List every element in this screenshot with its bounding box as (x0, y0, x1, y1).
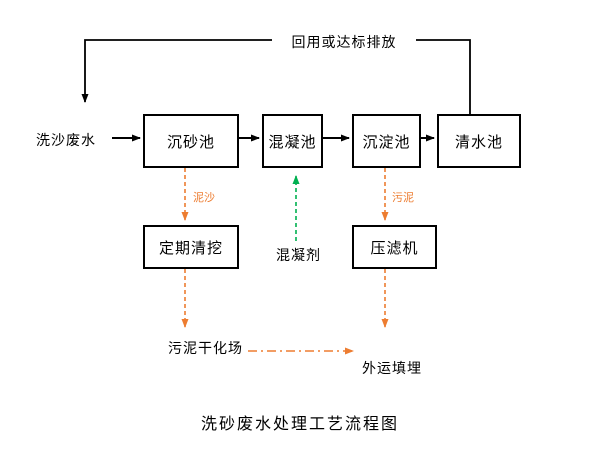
node-grit-chamber: 沉砂池 (143, 114, 239, 168)
node-sedimentation-tank-label: 沉淀池 (362, 133, 411, 151)
node-sedimentation-tank: 沉淀池 (352, 114, 421, 168)
node-filter-press: 压滤机 (352, 225, 437, 269)
node-periodic-cleaning: 定期清挖 (143, 225, 239, 269)
diagram-title: 洗砂废水处理工艺流程图 (200, 416, 399, 433)
return-discharge-label: 回用或达标排放 (272, 32, 416, 52)
node-coagulation-tank-label: 混凝池 (268, 133, 317, 151)
coagulant-label: 混凝剂 (276, 247, 321, 263)
sludge-drying-field-label: 污泥干化场 (168, 340, 243, 356)
node-clearwater-tank: 清水池 (437, 114, 521, 168)
node-periodic-cleaning-label: 定期清挖 (158, 239, 223, 257)
node-filter-press-label: 压滤机 (370, 239, 419, 257)
sediment-flow-label: 泥沙 (193, 192, 215, 204)
node-grit-chamber-label: 沉砂池 (166, 133, 215, 151)
node-clearwater-tank-label: 清水池 (454, 133, 503, 151)
node-coagulation-tank: 混凝池 (262, 114, 323, 168)
sludge-flow-label: 污泥 (392, 192, 414, 204)
influent-label: 洗沙废水 (36, 132, 96, 148)
landfill-label: 外运填埋 (362, 360, 422, 376)
